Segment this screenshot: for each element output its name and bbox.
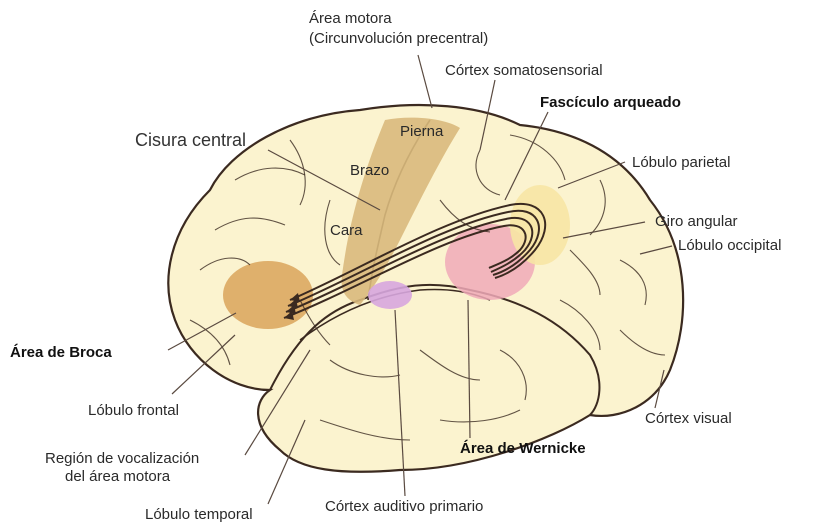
label-area-wernicke: Área de Wernicke: [460, 440, 586, 457]
label-lobulo-temporal: Lóbulo temporal: [145, 506, 253, 523]
label-lobulo-occipital: Lóbulo occipital: [678, 237, 781, 254]
label-cortex-somatosensorial: Córtex somatosensorial: [445, 62, 603, 79]
label-fasciculo-arqueado: Fascículo arqueado: [540, 94, 681, 111]
label-lobulo-parietal: Lóbulo parietal: [632, 154, 730, 171]
label-area-motora: Área motora: [309, 10, 392, 27]
label-cara: Cara: [330, 222, 363, 239]
label-circunvolucion-precentral: (Circunvolución precentral): [309, 30, 488, 47]
angular-gyrus-region: [510, 185, 570, 265]
label-brazo: Brazo: [350, 162, 389, 179]
label-lobulo-frontal: Lóbulo frontal: [88, 402, 179, 419]
label-cisura-central: Cisura central: [135, 132, 246, 149]
label-region-vocalizacion: Región de vocalización: [45, 450, 199, 467]
label-giro-angular: Giro angular: [655, 213, 738, 230]
label-pierna: Pierna: [400, 123, 443, 140]
label-area-broca: Área de Broca: [10, 344, 112, 361]
auditory-cortex-region: [368, 281, 412, 309]
label-del-area-motora: del área motora: [65, 468, 170, 485]
label-cortex-visual: Córtex visual: [645, 410, 732, 427]
label-cortex-auditivo-primario: Córtex auditivo primario: [325, 498, 483, 515]
